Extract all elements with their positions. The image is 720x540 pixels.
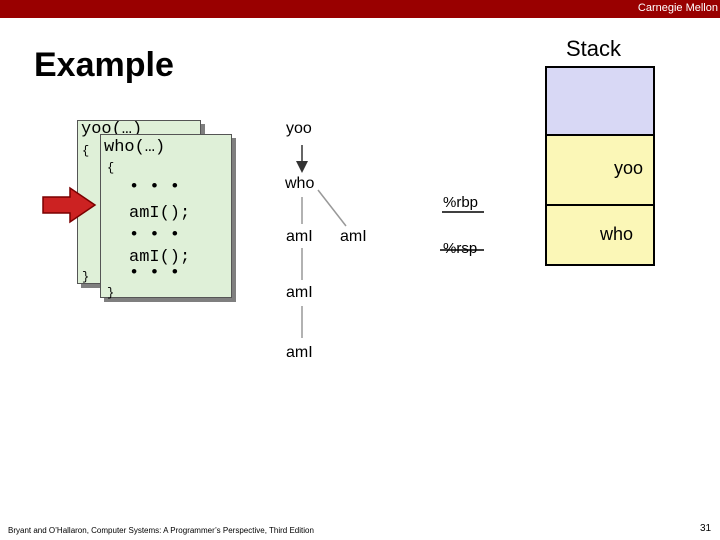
slide-title: Example <box>34 46 174 84</box>
tree-node-who: who <box>285 175 315 192</box>
yoo-close-brace: } <box>82 270 90 284</box>
tree-node-ami-2: amI <box>340 228 367 245</box>
stack-frame-caller <box>547 68 653 136</box>
brand-label: Carnegie Mellon <box>637 2 718 14</box>
who-ellipsis-1: • • • <box>129 178 181 197</box>
header-bar: Carnegie Mellon <box>0 0 720 18</box>
yoo-open-brace: { <box>82 144 90 158</box>
rbp-label: %rbp <box>443 194 479 211</box>
stack-diagram: yoo who <box>545 66 655 266</box>
who-signature: who(…) <box>104 138 166 157</box>
stack-title: Stack <box>566 36 622 61</box>
stack-frame-who-label: who <box>599 224 633 244</box>
current-line-arrow-icon <box>42 186 97 224</box>
edge-who-ami-2 <box>317 189 347 227</box>
yoo-signature: yoo(…) <box>81 120 143 139</box>
page-number: 31 <box>700 523 712 534</box>
tree-node-yoo: yoo <box>286 120 312 137</box>
who-ami-call-2: amI(); <box>129 248 191 267</box>
stack-frame-yoo-label: yoo <box>613 158 643 178</box>
tree-node-ami-4: amI <box>286 344 313 361</box>
tree-node-ami-1: amI <box>286 228 313 245</box>
who-code-box: who(…) { • • • amI(); • • • amI(); • • •… <box>100 134 232 300</box>
stack-frame-who: who <box>547 206 653 264</box>
who-ellipsis-3: • • • <box>129 264 181 283</box>
who-ami-call-1: amI(); <box>129 204 191 223</box>
who-close-brace: } <box>107 286 115 300</box>
tree-node-ami-3: amI <box>286 284 313 301</box>
who-ellipsis-2: • • • <box>129 226 181 245</box>
who-open-brace: { <box>107 161 115 175</box>
footer-citation: Bryant and O’Hallaron, Computer Systems:… <box>8 526 314 535</box>
rsp-label: %rsp <box>443 240 478 257</box>
stack-frame-yoo: yoo <box>547 136 653 206</box>
